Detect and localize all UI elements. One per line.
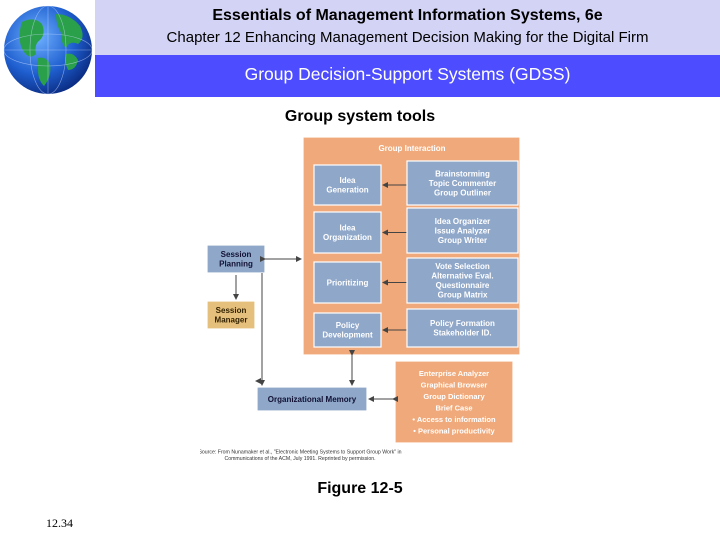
figure-caption: Figure 12-5 [317,480,403,497]
section-title: Group Decision-Support Systems (GDSS) [244,64,571,84]
session-manager-box [206,300,256,330]
group-interaction-label: Group Interaction [378,144,445,153]
chapter-title: Chapter 12 Enhancing Management Decision… [166,29,649,46]
left-box [313,211,382,254]
left-box [313,164,382,206]
organizational-memory-box [256,386,368,412]
book-title: Essentials of Management Information Sys… [212,7,603,24]
left-box-label: Prioritizing [327,278,369,287]
left-box [313,261,382,304]
right-box [406,207,519,254]
organizational-memory-label: Organizational Memory [268,395,357,404]
section-band [95,55,720,97]
right-box [406,257,519,304]
session-planning-box [206,244,266,274]
slide-subtitle: Group system tools [284,108,436,125]
source-credit: Source: From Nunamaker et al., "Electron… [200,450,402,463]
logo-panel [0,0,95,97]
globe-icon [3,5,93,95]
tools-box [394,360,514,444]
right-box [406,308,519,348]
right-box [406,160,519,206]
left-box [313,312,382,348]
page-number: 12.34 [46,516,73,530]
